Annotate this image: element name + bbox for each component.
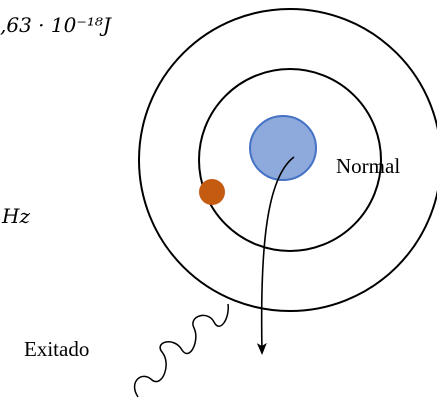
outer-orbit xyxy=(138,8,437,312)
energy-expression: ,63 · 10⁻¹⁸J xyxy=(0,13,112,37)
photon-wave xyxy=(133,303,229,398)
label-normal: Normal xyxy=(336,154,400,178)
nucleus xyxy=(249,115,317,181)
label-excited: Exitado xyxy=(24,337,89,361)
electron xyxy=(199,179,225,205)
inner-orbit xyxy=(198,68,382,252)
transition-arrow xyxy=(256,156,295,355)
frequency-unit: Hz xyxy=(1,204,30,228)
